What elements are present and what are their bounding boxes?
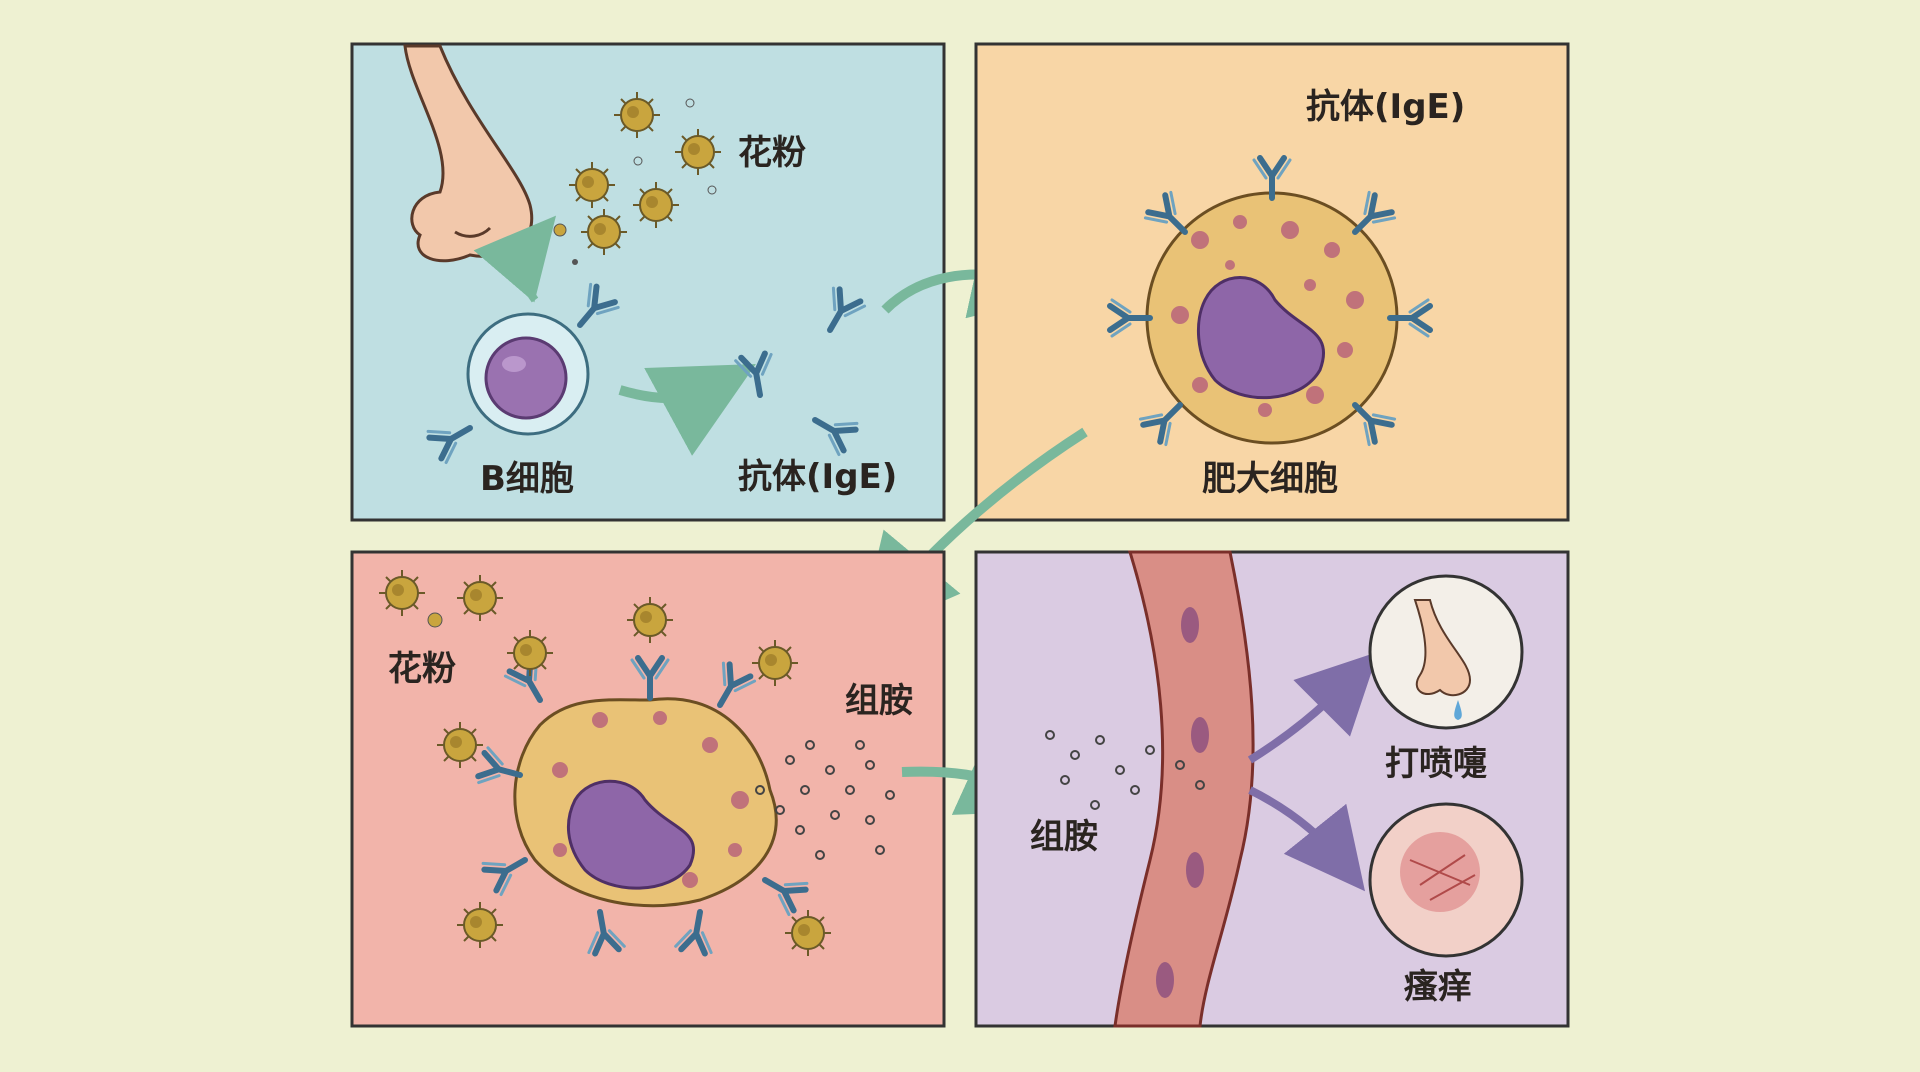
itchy-skin-icon [1368, 802, 1524, 958]
histamine-particle-icon [755, 740, 895, 860]
pollen-label: 花粉 [738, 133, 806, 173]
itch-label: 瘙痒 [1404, 967, 1472, 1007]
antibody-label: 抗体(IgE) [738, 457, 897, 497]
panel-histamine-release: 花粉 [350, 550, 946, 1028]
arrow-icon [473, 215, 557, 303]
antibody-label: 抗体(IgE) [1306, 87, 1465, 127]
histamine-label: 组胺 [1030, 817, 1098, 857]
mast-cell-label: 肥大细胞 [1202, 459, 1338, 499]
b-cell-label: B细胞 [480, 459, 574, 499]
pollen-label: 花粉 [388, 649, 456, 689]
sneeze-label: 打喷嚏 [1385, 744, 1487, 784]
histamine-particle-icon [1045, 730, 1205, 810]
mast-cell-icon [477, 656, 809, 954]
blood-vessel-icon [1113, 550, 1255, 1028]
arrow-icon [618, 364, 756, 456]
b-cell-icon [426, 283, 619, 464]
mast-cell-icon [1110, 158, 1430, 446]
runny-nose-icon [1368, 574, 1524, 730]
nose-icon [403, 44, 534, 263]
arrow-icon [1247, 651, 1379, 764]
histamine-label: 组胺 [845, 681, 913, 721]
pollen-icon [553, 91, 722, 265]
panel-allergic-symptoms: 组胺 打喷嚏 瘙痒 [974, 550, 1570, 1028]
pollen-icon [378, 569, 504, 628]
arrow-icon [1248, 786, 1365, 892]
panel-b-cell-sensitization: 花粉 B细胞 抗体(IgE) [350, 42, 946, 522]
